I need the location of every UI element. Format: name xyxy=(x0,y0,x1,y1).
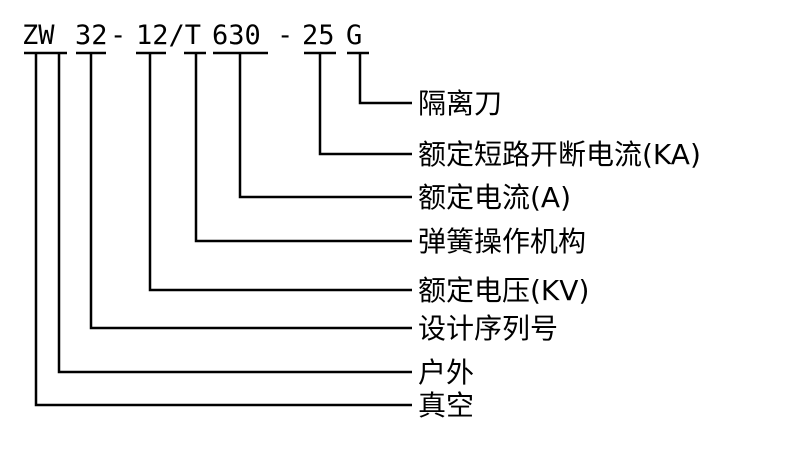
leader-isolator xyxy=(358,53,412,105)
leader-rated-voltage xyxy=(148,53,412,292)
code-segment-g: G xyxy=(346,20,362,51)
leader-vacuum xyxy=(34,53,412,407)
label-rated-voltage: 额定电压(KV) xyxy=(418,274,589,307)
code-dash-2: - xyxy=(277,20,293,51)
label-rated-current: 额定电流(A) xyxy=(418,181,571,214)
label-spring-mechanism: 弹簧操作机构 xyxy=(418,225,586,258)
code-dash-1: - xyxy=(110,20,126,51)
code-segment-32: 32 xyxy=(75,20,108,51)
code-segment-630: 630 xyxy=(212,20,261,51)
code-segment-12t: 12/T xyxy=(136,20,201,51)
leader-outdoor xyxy=(57,53,412,374)
leader-lines xyxy=(34,53,412,407)
leader-spring-mechanism xyxy=(194,53,412,243)
label-outdoor: 户外 xyxy=(418,356,474,389)
label-breaking-current: 额定短路开断电流(KA) xyxy=(418,138,701,171)
label-design-serial: 设计序列号 xyxy=(418,312,558,345)
leader-rated-current xyxy=(238,53,412,199)
code-segment-zw: ZW xyxy=(22,20,55,51)
leader-breaking-current xyxy=(318,53,412,156)
label-vacuum: 真空 xyxy=(418,389,474,422)
label-isolator: 隔离刀 xyxy=(418,87,502,120)
leader-design-serial xyxy=(89,53,412,330)
code-segment-25: 25 xyxy=(302,20,335,51)
